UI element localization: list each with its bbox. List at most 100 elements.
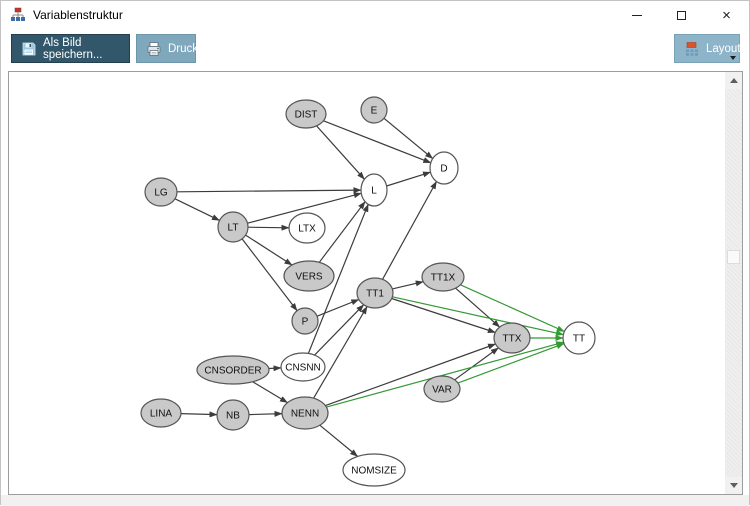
- edge-TT1-TT1X: [392, 280, 424, 290]
- svg-text:TTX: TTX: [503, 334, 522, 345]
- edge-CNSNN-TT1: [314, 304, 365, 356]
- window-title: Variablenstruktur: [33, 8, 123, 22]
- graph-canvas: DIST E D L LG LT LTX VERS P TT1 TT1X TTX TT VAR CNSORD…: [8, 71, 743, 495]
- scrollbar-thumb[interactable]: [727, 250, 740, 264]
- svg-text:VAR: VAR: [432, 385, 452, 396]
- graph-node-DIST[interactable]: DIST: [285, 99, 327, 129]
- svg-text:NOMSIZE: NOMSIZE: [351, 466, 397, 477]
- edge-NENN-TT: [326, 341, 565, 408]
- graph-node-D[interactable]: D: [429, 151, 459, 185]
- edge-TT1X-TT: [460, 284, 565, 333]
- toolbar: Als Bild speichern... Drucken...: [1, 29, 749, 71]
- save-as-image-label: Als Bild speichern...: [43, 36, 103, 61]
- graph-node-TTX[interactable]: TTX: [493, 322, 531, 354]
- graph-node-E[interactable]: E: [360, 96, 388, 124]
- floppy-disk-icon: [22, 42, 36, 55]
- variable-structure-graph: DIST E D L LG LT LTX VERS P TT1 TT1X TTX TT VAR CNSORD…: [140, 96, 596, 487]
- graph-node-LINA[interactable]: LINA: [140, 398, 182, 428]
- graph-node-TT1[interactable]: TT1: [356, 277, 394, 309]
- chevron-up-icon: [729, 78, 738, 83]
- svg-text:CNSNN: CNSNN: [285, 363, 321, 374]
- edge-NB-NENN: [248, 410, 283, 417]
- titlebar: Variablenstruktur ×: [1, 1, 749, 29]
- edge-DIST-L: [316, 125, 365, 180]
- graph-node-TT[interactable]: TT: [562, 321, 596, 355]
- print-label: Drucken...: [168, 42, 221, 55]
- edge-LG-LT: [174, 198, 220, 221]
- svg-text:LT: LT: [228, 223, 239, 234]
- edge-LINA-NB: [180, 411, 218, 418]
- edge-CNSORDER-CNSNN: [268, 365, 282, 372]
- edge-VERS-L: [318, 201, 366, 263]
- svg-text:DIST: DIST: [295, 110, 318, 121]
- org-chart-icon: [11, 7, 25, 21]
- edge-LT-P: [241, 238, 298, 312]
- svg-text:LG: LG: [154, 188, 168, 199]
- edge-NENN-TTX: [325, 343, 496, 407]
- edge-E-D: [383, 117, 434, 160]
- edge-TT1-TT: [392, 296, 564, 336]
- scroll-up-button[interactable]: [725, 72, 742, 89]
- maximize-icon: [677, 10, 686, 20]
- close-button[interactable]: ×: [704, 1, 749, 29]
- graph-node-TT1X[interactable]: TT1X: [421, 262, 465, 292]
- layout-label: Layout: [706, 42, 741, 55]
- minimize-button[interactable]: [614, 1, 659, 29]
- edge-NENN-TT1: [313, 306, 368, 399]
- edge-DIST-D: [323, 120, 432, 164]
- svg-text:D: D: [440, 164, 447, 175]
- graph-node-NB[interactable]: NB: [216, 399, 250, 431]
- svg-text:P: P: [302, 317, 309, 328]
- scroll-down-button[interactable]: [725, 477, 742, 494]
- svg-text:TT: TT: [573, 334, 585, 345]
- graph-node-P[interactable]: P: [291, 307, 319, 335]
- edge-P-TT1: [316, 298, 360, 317]
- edge-CNSORDER-NENN: [252, 381, 288, 404]
- graph-node-VAR[interactable]: VAR: [423, 375, 461, 403]
- graph-node-VERS[interactable]: VERS: [283, 260, 335, 292]
- vertical-scrollbar[interactable]: [725, 72, 742, 494]
- graph-node-NOMSIZE[interactable]: NOMSIZE: [342, 453, 406, 487]
- graph-node-LTX[interactable]: LTX: [288, 212, 326, 244]
- svg-text:L: L: [371, 186, 377, 197]
- edge-NENN-NOMSIZE: [319, 424, 358, 457]
- edge-TT1-D: [381, 181, 438, 280]
- chevron-down-icon: [729, 483, 738, 488]
- save-as-image-button[interactable]: Als Bild speichern...: [11, 34, 130, 63]
- svg-text:E: E: [371, 106, 378, 117]
- maximize-button[interactable]: [659, 1, 704, 29]
- close-icon: ×: [722, 6, 731, 24]
- edge-LG-L: [176, 187, 362, 194]
- svg-text:NENN: NENN: [291, 409, 319, 420]
- edge-LT-L: [247, 192, 362, 224]
- printer-icon: [147, 41, 161, 56]
- edge-LT-VERS: [245, 234, 293, 266]
- edge-VAR-TTX: [454, 347, 499, 381]
- svg-text:LTX: LTX: [298, 224, 316, 235]
- graph-node-LT[interactable]: LT: [217, 211, 249, 243]
- layout-grid-icon: [686, 41, 698, 56]
- edge-TT1X-TTX: [455, 287, 501, 328]
- window-bottom-edge: [1, 495, 749, 506]
- svg-text:NB: NB: [226, 411, 240, 422]
- edge-LT-LTX: [247, 224, 290, 231]
- graph-node-LG[interactable]: LG: [144, 177, 178, 207]
- edge-L-D: [386, 171, 431, 187]
- graph-node-L[interactable]: L: [360, 173, 388, 207]
- window-controls: ×: [614, 1, 749, 29]
- graph-node-CNSNN[interactable]: CNSNN: [280, 352, 326, 382]
- svg-text:LINA: LINA: [150, 409, 173, 420]
- svg-text:VERS: VERS: [295, 272, 323, 283]
- edge-TT1-TTX: [391, 297, 496, 334]
- svg-text:TT1: TT1: [366, 289, 384, 300]
- graph-node-CNSORDER[interactable]: CNSORDER: [196, 355, 270, 385]
- print-button[interactable]: Drucken...: [136, 34, 220, 63]
- edge-VAR-TT: [457, 343, 565, 384]
- edge-CNSNN-L: [307, 203, 369, 354]
- graph-node-NENN[interactable]: NENN: [281, 396, 329, 430]
- layout-button[interactable]: Layout: [674, 34, 741, 63]
- svg-text:CNSORDER: CNSORDER: [204, 366, 261, 377]
- svg-text:TT1X: TT1X: [431, 273, 456, 284]
- minimize-icon: [631, 14, 642, 16]
